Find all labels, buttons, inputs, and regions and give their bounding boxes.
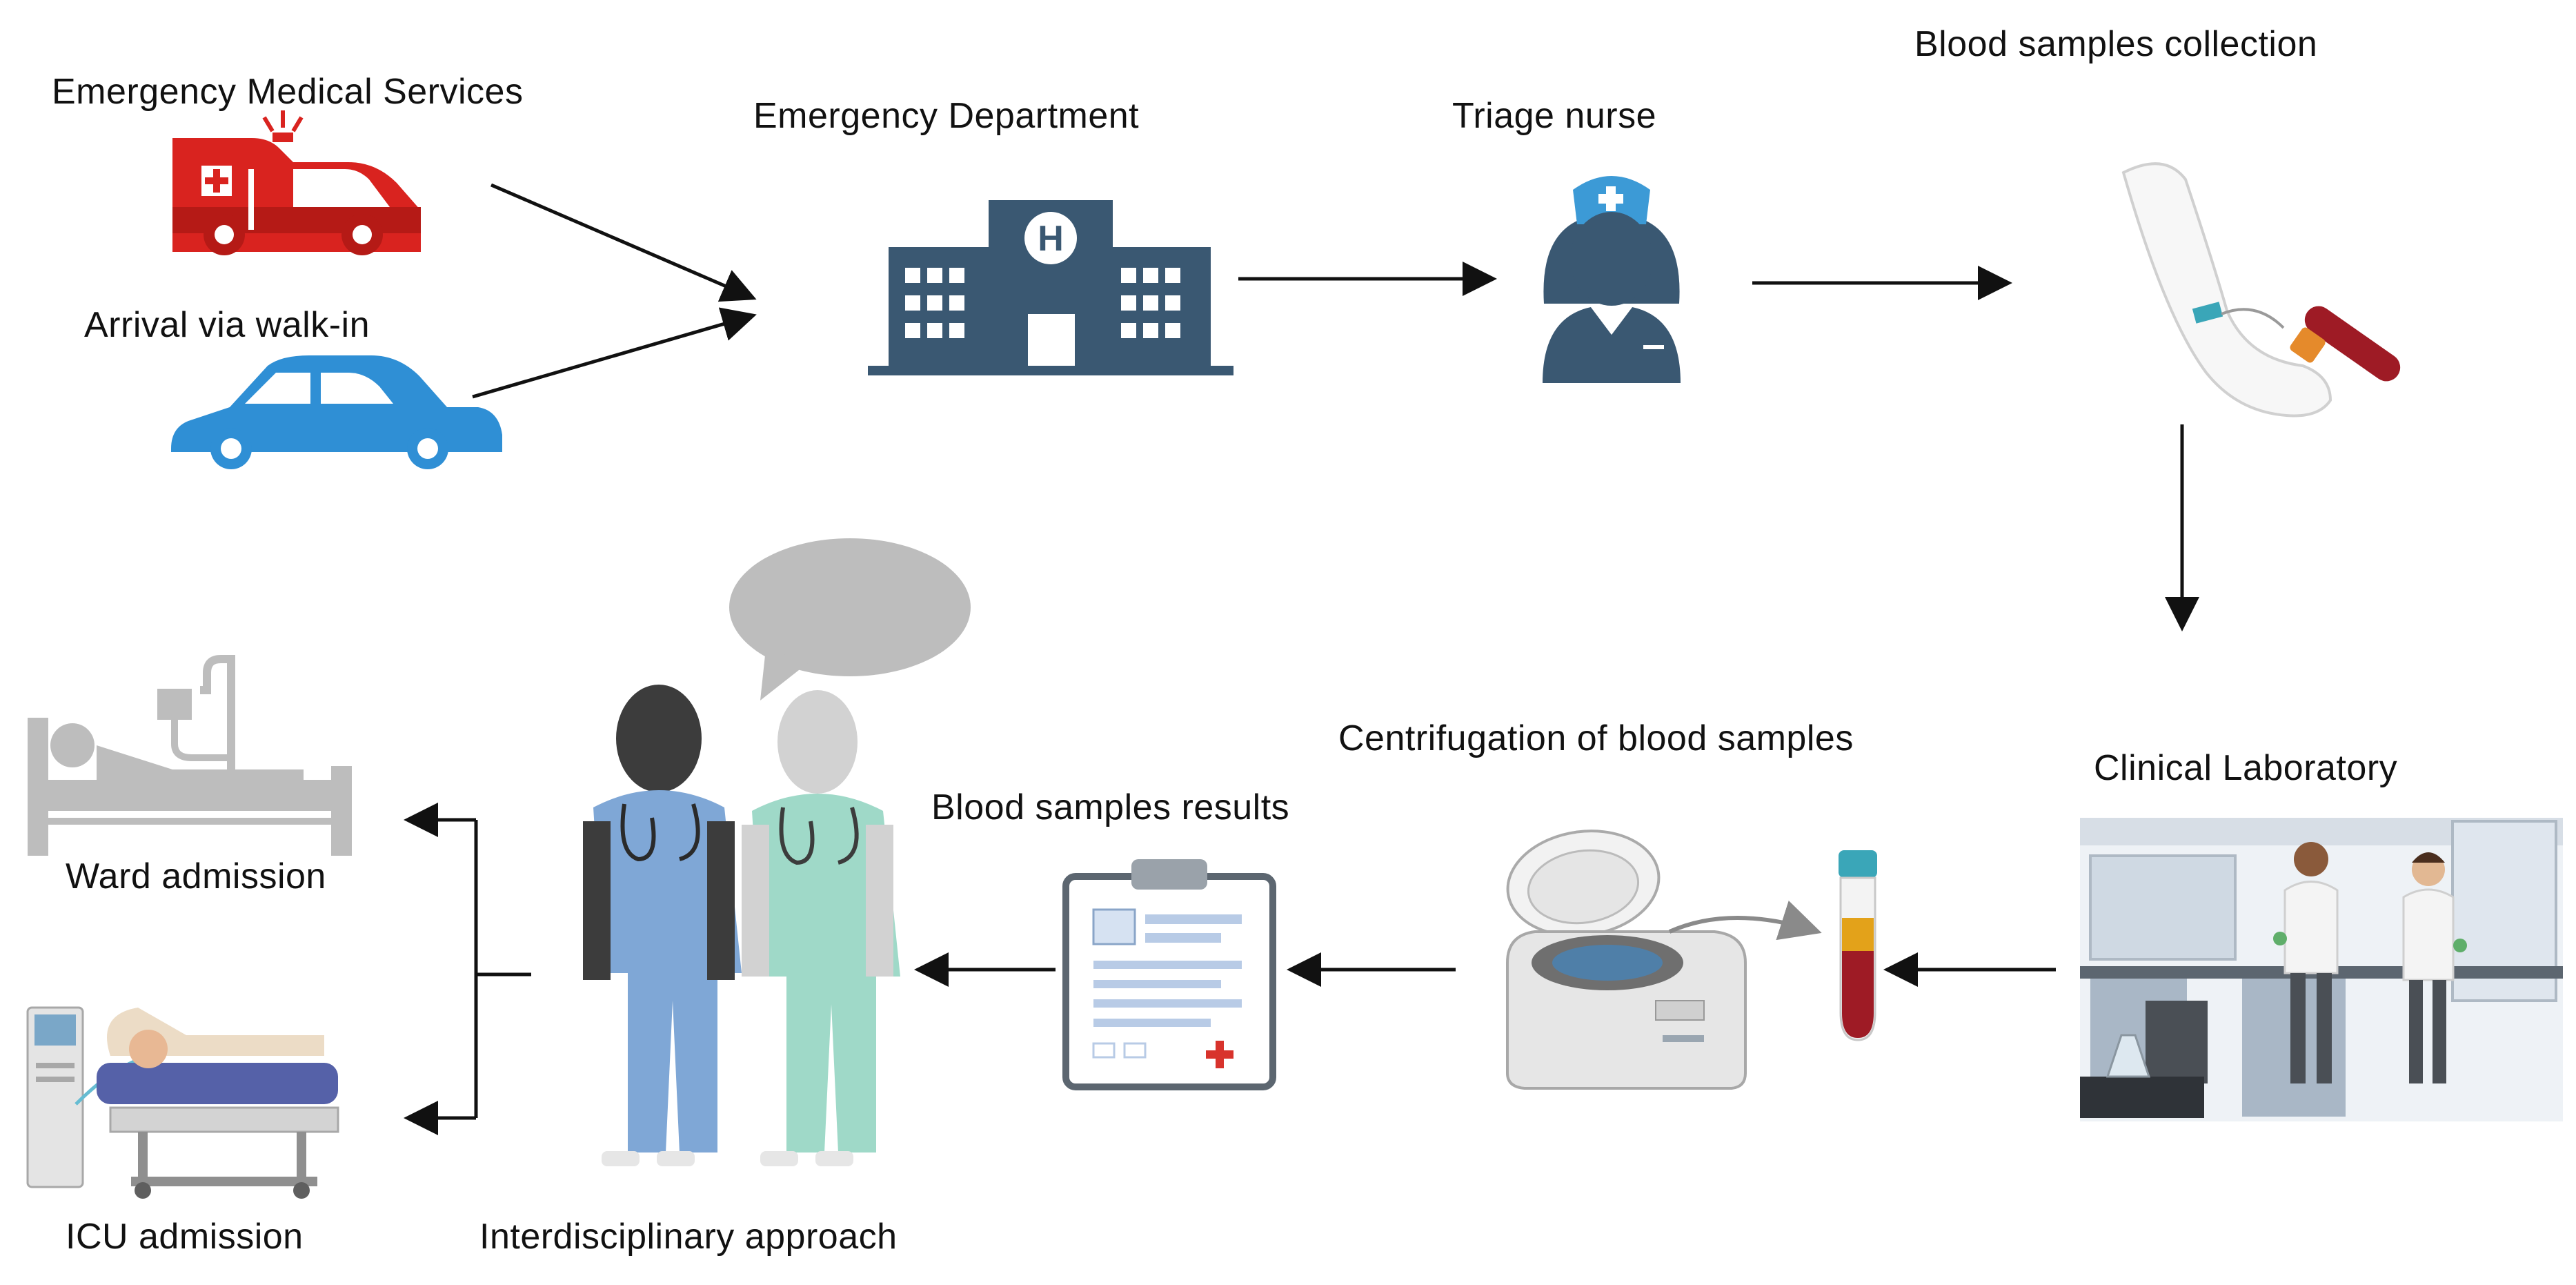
label-clinical-laboratory: Clinical Laboratory — [2094, 748, 2398, 788]
blood-draw-arm-icon — [2121, 162, 2401, 418]
arrow-walkin-to-ed — [472, 307, 757, 399]
speech-bubble-icon — [729, 538, 971, 700]
label-icu-admission: ICU admission — [66, 1217, 304, 1257]
centrifuged-blood-tube-icon — [1839, 850, 1877, 1041]
centrifuge-icon — [1506, 830, 1822, 1090]
clinical-laboratory-icon — [2080, 818, 2563, 1121]
ward-bed-icon — [28, 655, 352, 856]
label-triage-nurse: Triage nurse — [1452, 96, 1656, 136]
label-arrival-walk-in: Arrival via walk-in — [84, 305, 370, 345]
label-ward-admission: Ward admission — [66, 856, 326, 896]
blood-results-clipboard-icon — [1062, 859, 1276, 1090]
clinician-light-icon — [742, 690, 900, 1166]
svg-text:H: H — [1038, 219, 1064, 259]
flow-arrows — [404, 183, 2199, 1135]
label-centrifugation: Centrifugation of blood samples — [1338, 718, 1854, 758]
hospital-building-icon: H — [868, 200, 1233, 375]
ambulance-icon — [172, 110, 421, 255]
car-icon — [171, 355, 502, 469]
label-blood-samples-results: Blood samples results — [931, 787, 1290, 827]
clinician-dark-icon — [583, 685, 742, 1166]
label-emergency-department: Emergency Department — [753, 96, 1140, 136]
label-blood-samples-collection: Blood samples collection — [1914, 24, 2318, 64]
label-interdisciplinary-approach: Interdisciplinary approach — [479, 1217, 898, 1257]
triage-nurse-icon — [1543, 176, 1681, 383]
label-emergency-medical-services: Emergency Medical Services — [52, 72, 524, 112]
icu-bed-icon — [26, 1006, 339, 1199]
arrow-ems-to-ed — [491, 183, 757, 302]
